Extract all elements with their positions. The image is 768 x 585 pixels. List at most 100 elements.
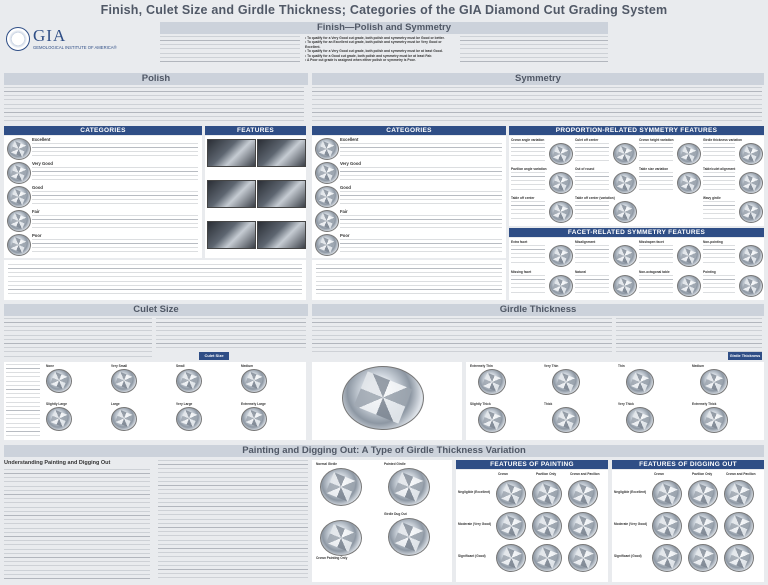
diamond-icon: [388, 468, 430, 506]
diamond-icon: [315, 234, 339, 256]
feature-text: [703, 245, 735, 265]
painting-col-label: Crown and Pavilion: [570, 472, 600, 476]
gia-seal-icon: [6, 27, 30, 51]
diamond-icon: [613, 201, 637, 223]
facet-feature: Natural: [575, 270, 637, 298]
diamond-icon: [613, 245, 637, 267]
digging-col-label: Crown and Pavilion: [726, 472, 756, 476]
diamond-icon: [739, 201, 763, 223]
diamond-icon: [677, 172, 701, 194]
diamond-icon: [700, 369, 728, 395]
symmetry-grade-poor: Poor: [340, 233, 350, 238]
polish-grade-text: [32, 143, 198, 157]
polish-lower-text: [8, 264, 302, 296]
proportion-feature-label: Wavy girdle: [703, 196, 721, 200]
diamond-icon: [320, 520, 362, 556]
polish-grade-row: Fair: [4, 208, 202, 232]
proportion-feature-label: Crown angle variation: [511, 138, 545, 142]
feature-text: [575, 245, 609, 265]
polish-grade-poor: Poor: [32, 233, 42, 238]
feature-text: [511, 245, 545, 265]
feature-text: [575, 143, 609, 163]
girdle-scale-label: Very Thin: [544, 364, 559, 368]
girdle-dug-out-label: Girdle Dug Out: [384, 512, 407, 516]
diamond-icon: [549, 143, 573, 165]
polish-grade-text: [32, 167, 198, 181]
symmetry-lower-text: [316, 264, 502, 296]
finish-bullet-2: • To qualify for an Excellent cut grade,…: [305, 40, 442, 49]
culet-badge-label: Culet Size: [204, 353, 224, 358]
symmetry-band: Symmetry: [312, 73, 764, 85]
polish-grade-text: [32, 191, 198, 205]
polish-grade-row: Good: [4, 184, 202, 208]
painting-left-title: Understanding Painting and Digging Out: [4, 460, 111, 466]
facet-feature: Misshapen facet: [639, 240, 701, 268]
finish-bullet-5: • A Poor cut grade is assigned when eith…: [305, 58, 416, 63]
features-painting-panel: Crown Pavilion Only Crown and Pavilion N…: [456, 470, 608, 582]
symmetry-grade-text: [340, 191, 502, 205]
diamond-icon: [315, 210, 339, 232]
facet-feature-label: Misshapen facet: [639, 240, 664, 244]
painting-mid-text: [158, 460, 308, 580]
diamond-icon: [552, 407, 580, 433]
diamond-icon: [496, 544, 526, 572]
feature-text: [639, 172, 673, 192]
diamond-icon: [549, 201, 573, 223]
polish-categories-panel: Excellent Very Good Good Fair Poor: [4, 136, 202, 258]
diamond-icon: [241, 407, 267, 431]
proportion-feature-label: Girdle thickness variation: [703, 138, 742, 142]
feature-text: [511, 172, 545, 192]
culet-side-text: [6, 364, 40, 436]
proportion-feature-label: Out of round: [575, 167, 595, 171]
digging-row-label: Negligible (Excellent): [614, 490, 647, 494]
diamond-icon: [613, 172, 637, 194]
proportion-feature-label: Crown height variation: [639, 138, 674, 142]
crown-painting-label: Crown Painting Only: [316, 556, 348, 560]
diamond-icon: [7, 234, 31, 256]
symmetry-grade-row: Fair: [312, 208, 506, 232]
diamond-icon: [739, 275, 763, 297]
symmetry-grade-text: [340, 167, 502, 181]
girdle-scale-label: Extremely Thin: [470, 364, 493, 368]
feature-text: [703, 275, 735, 295]
girdle-scale-panel: Extremely Thin Very Thin Thin Medium Sli…: [466, 362, 764, 440]
culet-band: Culet Size: [4, 304, 308, 316]
diamond-icon: [7, 186, 31, 208]
symmetry-grade-good: Good: [340, 185, 351, 190]
facet-feature-label: Non-octagonal table: [639, 270, 670, 274]
culet-intro-text-2: [156, 318, 306, 348]
polish-intro-text: [4, 87, 304, 123]
diamond-icon: [549, 245, 573, 267]
feature-text: [703, 172, 735, 192]
finish-band: Finish—Polish and Symmetry: [160, 22, 608, 34]
culet-scale-label: Very Large: [176, 402, 193, 406]
diamond-icon: [111, 407, 137, 431]
diamond-icon: [241, 369, 267, 393]
diamond-icon: [568, 512, 598, 540]
symmetry-grade-row: Good: [312, 184, 506, 208]
diamond-icon: [532, 480, 562, 508]
proportion-feature: Culet off center: [575, 138, 637, 166]
diamond-icon: [315, 186, 339, 208]
feature-text: [575, 275, 609, 295]
diamond-icon: [46, 407, 72, 431]
symmetry-intro-text: [312, 87, 762, 123]
page-title: Finish, Culet Size and Girdle Thickness;…: [100, 3, 668, 17]
diamond-icon: [532, 544, 562, 572]
proportion-feature: Girdle thickness variation: [703, 138, 763, 166]
girdle-badge-label: Girdle Thickness: [729, 354, 761, 358]
polish-feature-photo: [257, 139, 306, 167]
finish-bullet-4: • To qualify for a Good cut grade, both …: [305, 53, 433, 58]
diamond-icon: [724, 480, 754, 508]
painting-left-column: Understanding Painting and Digging Out: [4, 460, 154, 582]
polish-feature-photo: [207, 180, 256, 208]
symmetry-grade-text: [340, 143, 502, 157]
culet-scale-label: Slightly Large: [46, 402, 68, 406]
symmetry-categories-header: CATEGORIES: [312, 126, 506, 135]
features-painting-header: FEATURES OF PAINTING: [456, 460, 608, 469]
feature-text: [703, 143, 735, 163]
polish-grade-very-good: Very Good: [32, 161, 53, 166]
facet-feature: Non-octagonal table: [639, 270, 701, 298]
proportion-feature-label: Pavilion angle variation: [511, 167, 547, 171]
culet-scale-label: Extremely Large: [241, 402, 266, 406]
